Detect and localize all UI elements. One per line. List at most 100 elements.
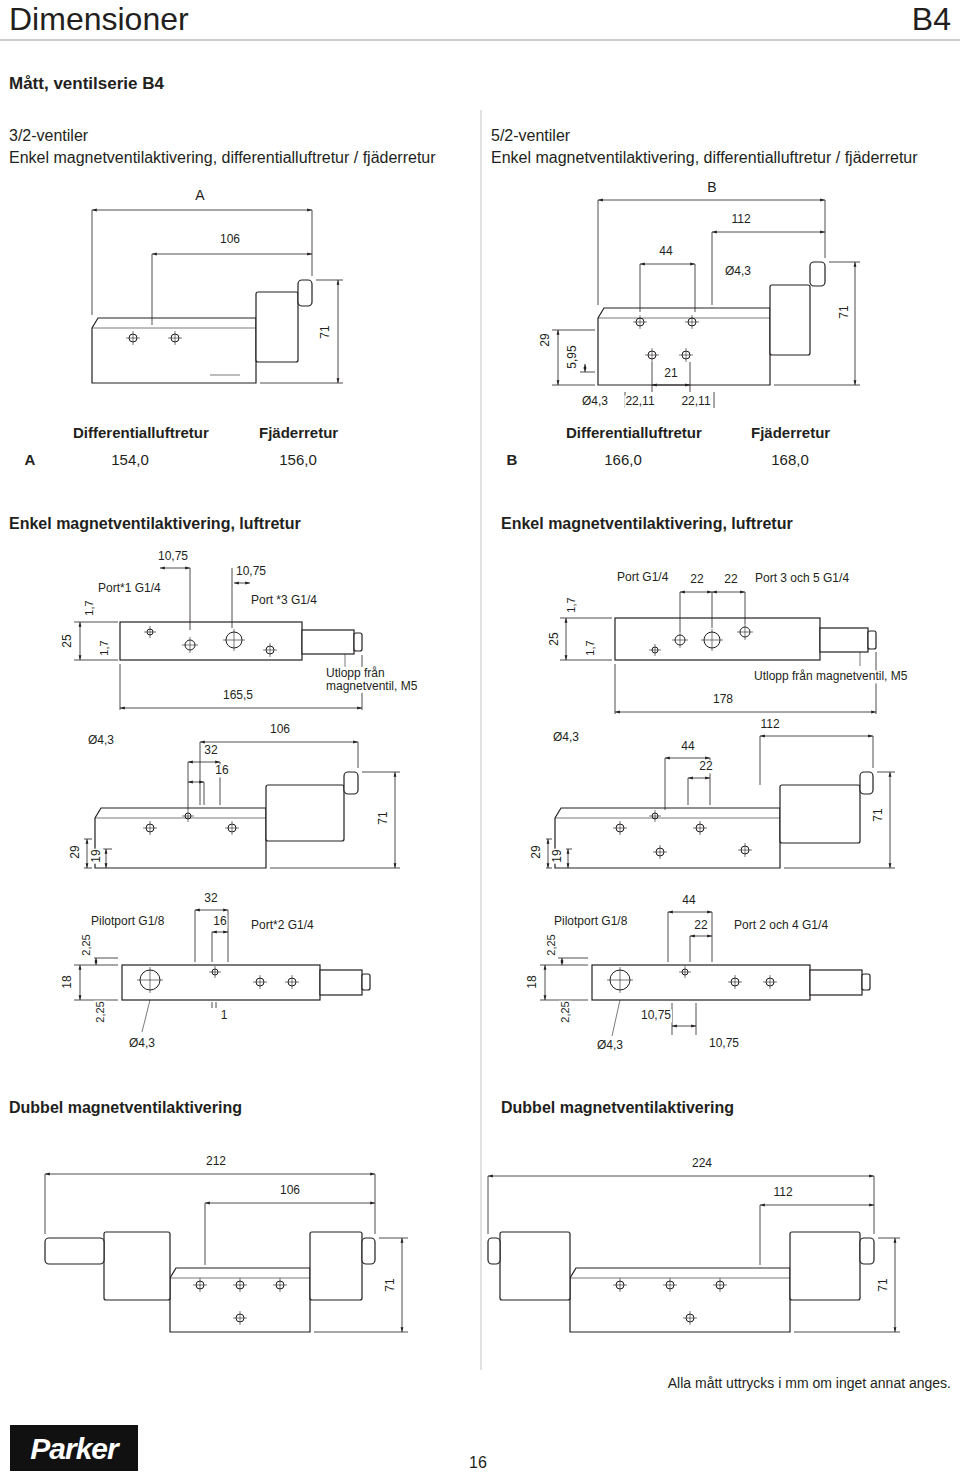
dimension-label: Pilotport G1/8: [553, 915, 628, 928]
extension-line: [580, 372, 595, 373]
dimension-label: 1,7: [98, 639, 110, 656]
dimension-line: [395, 772, 396, 868]
leader-line: [142, 1000, 150, 1032]
extension-line: [696, 1003, 697, 1035]
dimension-line: [680, 592, 712, 593]
dimension-line: [760, 1205, 874, 1206]
dimension-label: 106: [269, 723, 291, 736]
dimension-label: Utlopp från magnetventil, M5: [753, 670, 908, 683]
dimension-label: Ø4,3: [87, 734, 115, 747]
dimension-label: 112: [730, 213, 751, 226]
dimension-line: [96, 958, 97, 965]
dimension-line: [120, 708, 362, 709]
logo-ground: [10, 1425, 138, 1471]
extension-line: [695, 264, 696, 312]
dimension-line: [712, 592, 745, 593]
dimension-line: [80, 622, 81, 660]
solenoid: [266, 785, 344, 841]
extension-line: [598, 200, 599, 305]
dimension-line: [895, 1238, 896, 1332]
dimension-label: 10,75: [235, 565, 267, 578]
connector: [862, 974, 870, 990]
dimension-label: 19: [551, 848, 564, 863]
extension-line: [560, 618, 612, 619]
dimension-line: [212, 932, 228, 933]
connector: [810, 262, 825, 286]
dimension-line: [712, 232, 825, 233]
extension-line: [680, 592, 681, 632]
dimension-label: 22,11: [624, 395, 655, 408]
dimension-label: 71: [872, 807, 885, 822]
dimension-label: 25: [61, 633, 74, 648]
dimension-line: [160, 568, 190, 569]
dimension-label: Port*1 G1/4: [97, 582, 162, 595]
center-mark: [660, 845, 661, 859]
extension-line: [92, 210, 93, 315]
dimension-label: 29: [539, 332, 552, 347]
dimension-line: [585, 364, 586, 372]
center-mark: [640, 315, 641, 329]
center-mark: [620, 1278, 621, 1292]
connector: [362, 974, 370, 990]
center-mark: [686, 348, 687, 362]
valve-body: [615, 618, 820, 660]
extension-line: [540, 965, 588, 966]
dimension-label: 1: [220, 1009, 229, 1022]
body-edge: [598, 318, 770, 319]
dimension-line: [672, 1026, 696, 1027]
extension-line: [784, 868, 895, 869]
solenoid: [302, 630, 354, 654]
extension-line: [688, 778, 689, 805]
dimension-label: 10,75: [157, 550, 189, 563]
dimension-line: [548, 839, 549, 868]
connector: [354, 633, 362, 651]
solenoid: [770, 285, 810, 355]
extension-line: [712, 912, 713, 962]
center-mark: [620, 821, 621, 835]
center-mark: [240, 1311, 241, 1325]
center-mark: [150, 821, 151, 835]
extension-line: [546, 868, 552, 869]
extension-line: [558, 958, 588, 959]
extension-line: [668, 912, 669, 962]
dimension-label: 22: [698, 760, 713, 773]
heading-text: 156,0: [278, 452, 318, 469]
dimension-label: Ø4,3: [128, 1037, 156, 1050]
extension-line: [84, 839, 92, 840]
dimension-line: [200, 742, 358, 743]
extension-line: [552, 330, 595, 331]
body-edge: [92, 328, 256, 329]
extension-line: [316, 280, 343, 281]
dimension-label: Ø4,3: [581, 395, 609, 408]
dimension-label: 2,25: [545, 933, 557, 956]
extension-line: [566, 849, 572, 850]
center-mark: [670, 1278, 671, 1292]
center-mark: [655, 644, 656, 656]
center-mark: [292, 975, 293, 989]
dimension-label: 44: [681, 894, 696, 907]
connector: [488, 1238, 500, 1264]
dimension-line: [545, 965, 546, 1000]
heading-text: 3/2-ventiler: [8, 127, 89, 145]
heading-text: 166,0: [603, 452, 643, 469]
dimension-line: [598, 200, 825, 201]
heading-text: Enkel magnetventilaktivering, differenti…: [490, 149, 919, 167]
leader-line: [612, 1000, 620, 1036]
dimension-label: 44: [658, 245, 673, 258]
connector: [868, 631, 876, 649]
dimension-label: Port G1/4: [616, 571, 669, 584]
dimension-line: [690, 936, 712, 937]
dimension-label: 71: [319, 324, 332, 339]
solenoid: [310, 1232, 362, 1300]
valve-body: [120, 622, 302, 660]
center-mark: [232, 821, 233, 835]
dimension-label: 25: [548, 631, 561, 646]
extension-line: [260, 383, 343, 384]
extension-line: [379, 1238, 408, 1239]
extension-line: [188, 762, 189, 810]
extension-line: [362, 772, 400, 773]
dimension-label: 22: [723, 573, 738, 586]
dimension-line: [688, 778, 710, 779]
